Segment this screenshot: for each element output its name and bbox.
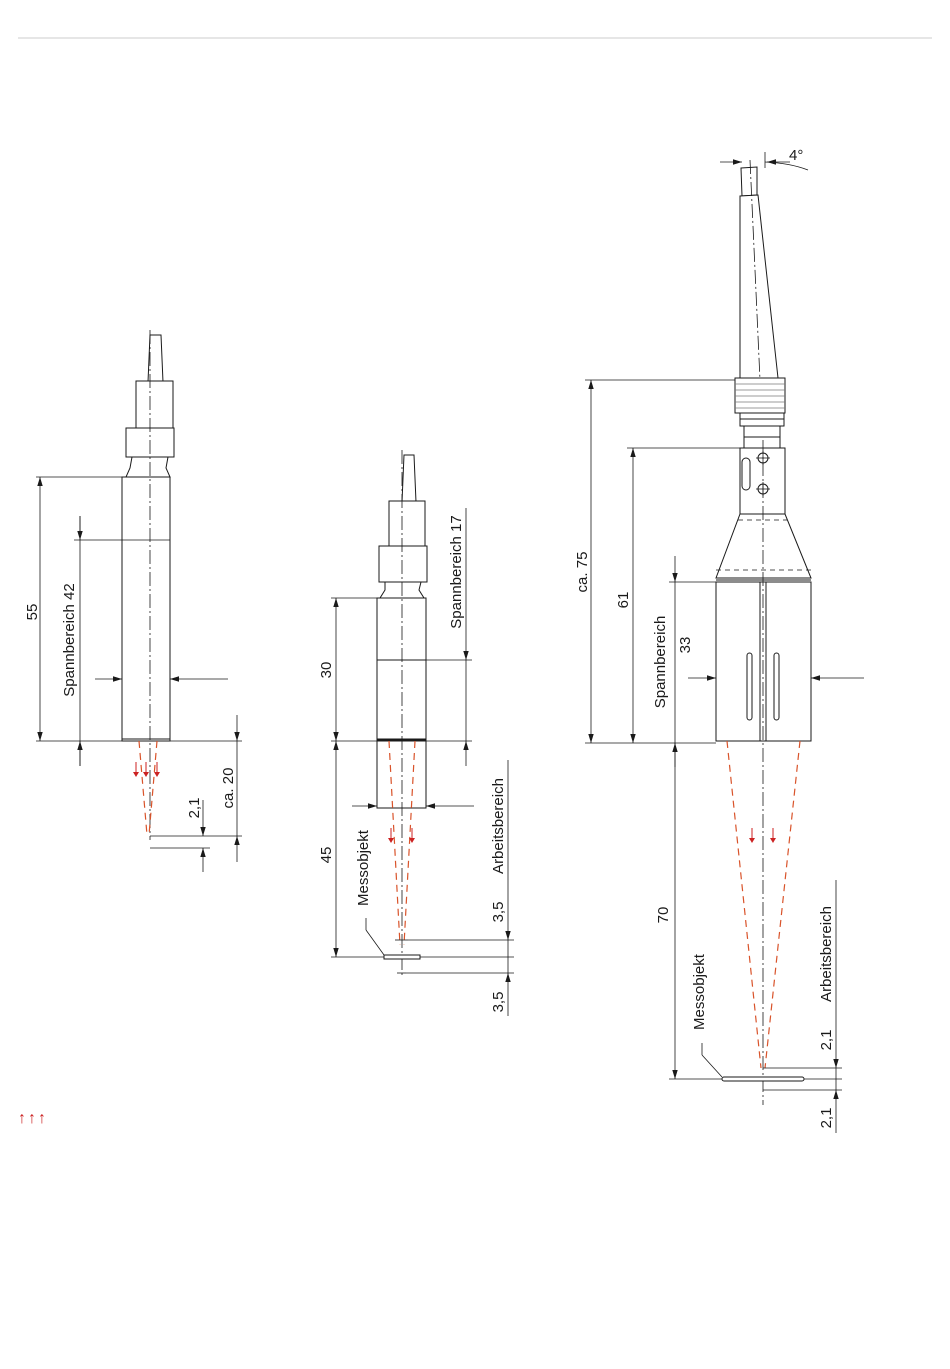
- sensor-1-beam-arrows: [133, 762, 160, 777]
- sensor-3-logo: [742, 458, 750, 490]
- sensor-3-beam-left: [727, 741, 761, 1068]
- sensor-3-cone: [716, 514, 811, 578]
- sensor-3-slot-left: [747, 653, 752, 720]
- sensor-3-measuring-object: [722, 1077, 804, 1081]
- sensor-2-dim-35-bottom: 3,5: [490, 992, 507, 1013]
- sensor-3-messobjekt: Messobjekt: [691, 953, 708, 1030]
- sensor-2-housing: [377, 598, 426, 740]
- sensor-1-dim-ca20: ca. 20: [220, 768, 237, 809]
- sensor-2-dim-30: 30: [318, 662, 335, 679]
- sensor-3-dim-21-bottom: 2,1: [818, 1108, 835, 1129]
- sensor-3-spannbereich-label: Spannbereich: [652, 616, 669, 709]
- sensor-2-connector-nut: [379, 546, 427, 582]
- sensor-2-spannbereich: Spannbereich 17: [448, 515, 465, 628]
- sensor-1-dim-55: 55: [24, 604, 41, 621]
- sensor-3-beam-arrows: [749, 828, 776, 843]
- sensor-3-dim-21-top: 2,1: [818, 1030, 835, 1051]
- sensor-3-beam-right: [765, 741, 800, 1068]
- sensor-1-connector-upper: [136, 381, 173, 429]
- sensor-1-dim-21: 2,1: [186, 798, 203, 819]
- sensor-1-beam-left: [139, 741, 147, 835]
- sensor-3-dim-70: 70: [655, 907, 672, 924]
- legend-arrows: ↑↑↑: [18, 1110, 48, 1127]
- sensor-3-cable: [740, 195, 778, 378]
- sensor-1: 55 Spannbereich 42 ca. 20 2,1: [24, 330, 242, 872]
- sensor-3-cable-tip: [741, 167, 757, 196]
- sensor-2-messobjekt: Messobjekt: [355, 829, 372, 906]
- sensor-3-slot-right: [774, 653, 779, 720]
- sensor-2-dim-35-top: 3,5: [490, 902, 507, 923]
- sensor-3-housing: [716, 582, 811, 741]
- sensor-2-measuring-object: [384, 955, 420, 959]
- sensor-3-spannbereich-value: 33: [677, 637, 694, 654]
- sensor-2-cable: [402, 455, 416, 502]
- sensor-2-connector-upper: [389, 501, 425, 547]
- sensor-3-arbeitsbereich: Arbeitsbereich: [818, 906, 835, 1002]
- sensor-3-angle: 4°: [789, 147, 803, 164]
- sensor-1-housing: [122, 477, 170, 741]
- sensor-2-arbeitsbereich: Arbeitsbereich: [490, 778, 507, 874]
- sensor-2-dim-45: 45: [318, 847, 335, 864]
- sensor-1-spannbereich: Spannbereich 42: [61, 583, 78, 696]
- sensor-3-dim-61: 61: [615, 592, 632, 609]
- sensor-3-dim-ca75: ca. 75: [574, 552, 591, 593]
- sensor-3: 4° ca. 75 61 Spannbereich 33 70 Arbeitsb…: [574, 147, 864, 1133]
- sensor-2: 30 45 Spannbereich 17 Arbeitsbereich 3,5…: [318, 450, 514, 1016]
- sensor-1-connector-neck: [126, 457, 170, 477]
- sensor-2-beam-arrows: [388, 828, 415, 843]
- sensor-2-front: [377, 741, 426, 808]
